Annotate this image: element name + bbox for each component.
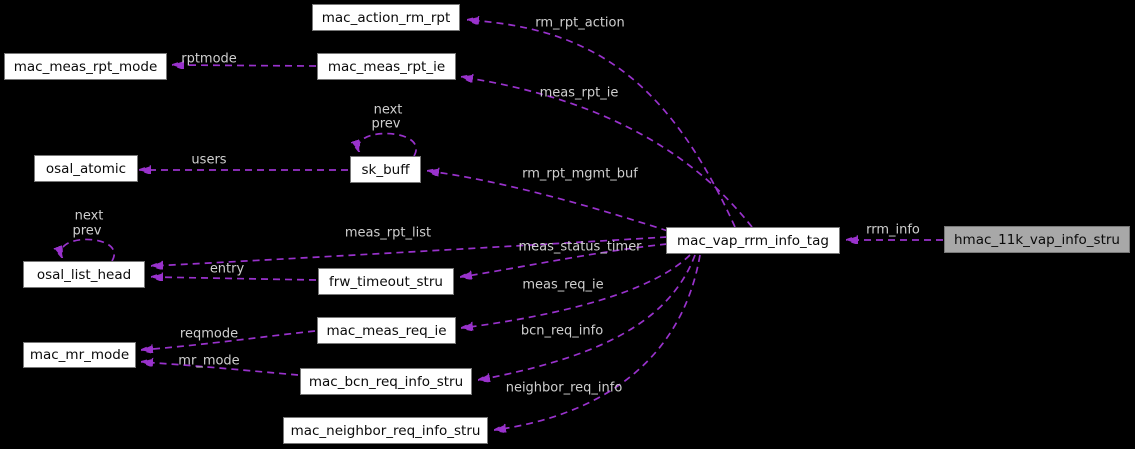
edge-entry: [152, 277, 317, 280]
node-mac-bcn-req-info-stru[interactable]: mac_bcn_req_info_stru: [300, 368, 472, 395]
node-mac-meas-rpt-ie[interactable]: mac_meas_rpt_ie: [317, 53, 456, 80]
node-mac-vap-rrm-info-tag[interactable]: mac_vap_rrm_info_tag: [666, 227, 840, 254]
edge-rm-rpt-mgmt-buf: [428, 171, 669, 232]
node-sk-buff[interactable]: sk_buff: [350, 156, 421, 183]
edge-reqmode: [142, 330, 316, 350]
edge-label-meas-rpt-ie: meas_rpt_ie: [539, 85, 619, 101]
edge-label-rm-rpt-action: rm_rpt_action: [535, 15, 625, 31]
node-mac-neighbor-req-info-stru[interactable]: mac_neighbor_req_info_stru: [283, 417, 488, 444]
edge-label-meas-req-ie: meas_req_ie: [522, 277, 604, 293]
node-hmac-11k-vap-info-stru: hmac_11k_vap_info_stru: [944, 226, 1130, 253]
node-mac-meas-req-ie[interactable]: mac_meas_req_ie: [317, 317, 456, 344]
edge-list-self-loop: [61, 238, 116, 261]
edge-bcn-req-info: [479, 254, 696, 380]
edge-meas-req-ie: [462, 254, 691, 328]
edge-meas-rpt-list: [152, 236, 668, 266]
node-mac-mr-mode[interactable]: mac_mr_mode: [23, 342, 136, 368]
edge-label-rptmode: rptmode: [181, 51, 237, 67]
node-osal-atomic[interactable]: osal_atomic: [34, 155, 138, 182]
edge-mr-mode: [142, 362, 299, 376]
edge-label-skbuff-next: next: [373, 102, 403, 118]
edge-meas-rpt-ie: [462, 77, 753, 228]
edge-label-meas-rpt-list: meas_rpt_list: [344, 225, 432, 241]
edge-label-mr-mode: mr_mode: [178, 353, 240, 369]
edge-label-reqmode: reqmode: [179, 326, 239, 342]
edge-label-bcn-req-info: bcn_req_info: [520, 323, 604, 339]
edge-label-rrm-info: rrm_info: [866, 222, 920, 238]
edge-meas-status-timer: [461, 243, 668, 277]
edge-label-skbuff-prev: prev: [371, 116, 401, 132]
node-mac-action-rm-rpt[interactable]: mac_action_rm_rpt: [312, 4, 460, 31]
node-frw-timeout-stru[interactable]: frw_timeout_stru: [318, 268, 454, 295]
edge-neighbor-req-info: [495, 254, 701, 430]
edge-label-neighbor-req-info: neighbor_req_info: [505, 380, 623, 396]
edge-rm-rpt-action: [468, 20, 736, 228]
node-mac-meas-rpt-mode[interactable]: mac_meas_rpt_mode: [4, 53, 167, 80]
edge-label-list-prev: prev: [72, 223, 102, 239]
edge-label-entry: entry: [209, 261, 245, 277]
edge-skbuff-self-loop: [358, 132, 417, 156]
edge-label-rm-rpt-mgmt-buf: rm_rpt_mgmt_buf: [522, 166, 638, 182]
edge-label-meas-status-timer: meas_status_timer: [518, 239, 642, 255]
edge-label-users: users: [191, 152, 227, 168]
edge-label-list-next: next: [74, 208, 104, 224]
node-osal-list-head[interactable]: osal_list_head: [23, 261, 145, 288]
